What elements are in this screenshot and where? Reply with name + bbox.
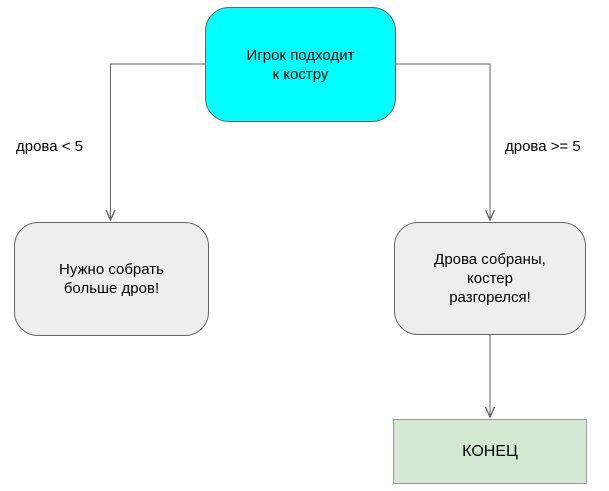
end-node-label: КОНЕЦ <box>462 443 518 460</box>
edge-start-to-need-wood <box>111 63 205 220</box>
start-node-line1: Игрок подходит <box>246 46 355 64</box>
fire-lit-line2: костер <box>467 270 513 287</box>
edge-label-wood-gte-5: дрова >= 5 <box>505 138 581 155</box>
start-node-line2: к костру <box>272 65 329 83</box>
fire-lit-node: Дрова собраны, костер разгорелся! <box>394 222 586 335</box>
fire-lit-line3: разгорелся! <box>449 289 531 306</box>
fire-lit-line1: Дрова собраны, <box>434 251 546 268</box>
edge-start-to-fire-lit <box>396 63 490 220</box>
start-node-label: Игрок подходит к костру <box>247 46 355 84</box>
need-wood-node: Нужно собрать больше дров! <box>14 222 209 336</box>
end-node: КОНЕЦ <box>393 419 587 484</box>
edge-label-wood-lt-5: дрова < 5 <box>16 138 84 155</box>
need-wood-line2: больше дров! <box>63 280 160 297</box>
need-wood-line1: Нужно собрать <box>59 261 164 278</box>
fire-lit-node-label: Дрова собраны, костер разгорелся! <box>434 250 546 307</box>
start-node: Игрок подходит к костру <box>205 7 396 122</box>
need-wood-node-label: Нужно собрать больше дров! <box>59 260 164 298</box>
